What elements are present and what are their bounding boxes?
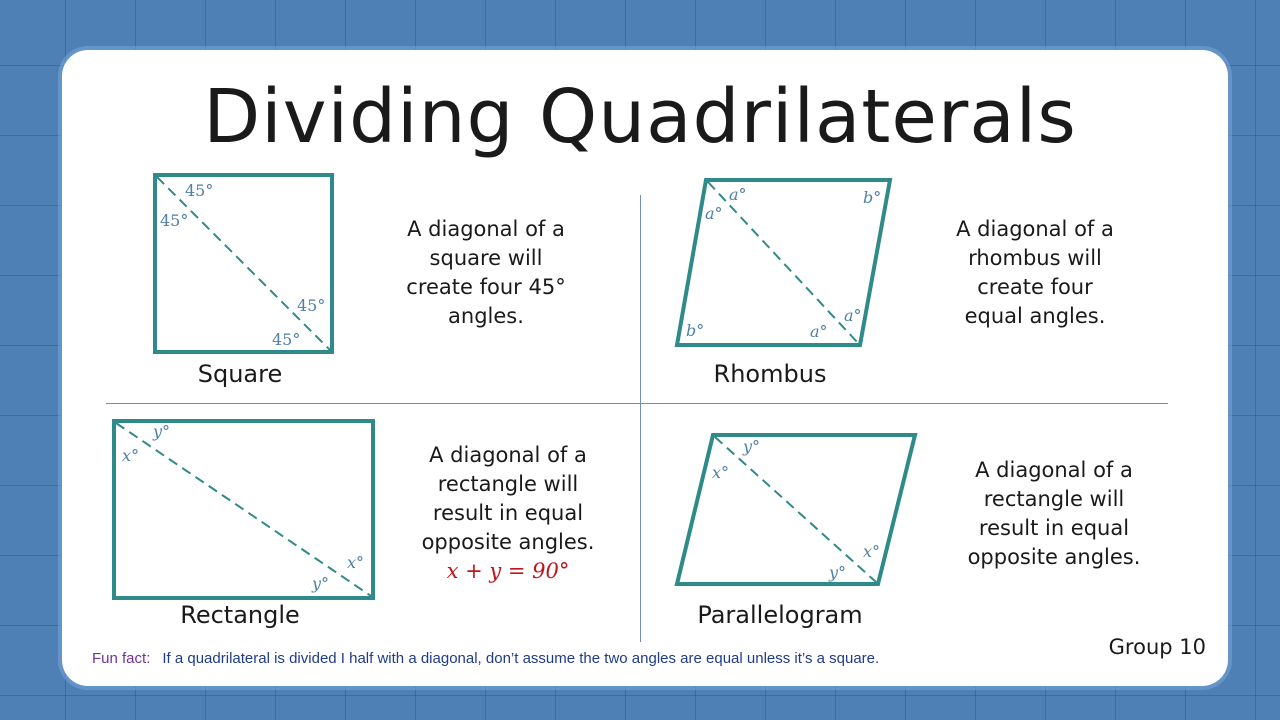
rectangle-angle-y: y° [311,574,329,593]
rhombus-angle-b: b° [686,321,704,340]
parallelogram-angle-y: y° [742,437,760,456]
parallelogram-angle-x: x° [863,542,880,561]
rhombus-angle-a: a° [729,185,747,204]
square-label: Square [197,360,283,388]
parallelogram-description: A diagonal of a rectangle will result in… [967,458,1141,569]
square-angle-label: 45° [160,211,188,230]
rectangle-angle-x: x° [347,553,364,572]
rectangle-angle-x: x° [122,446,139,465]
rhombus-angle-b: b° [863,188,881,207]
square-angle-label: 45° [272,330,300,349]
square-description: A diagonal of a square will create four … [406,217,566,328]
content-card [62,50,1228,686]
rectangle-angle-y: y° [152,422,170,441]
parallelogram-shape [674,433,918,586]
parallelogram-label: Parallelogram [697,601,863,629]
horizontal-divider [106,403,1168,404]
rectangle-diagonal [115,422,372,597]
rhombus-diagonal [707,181,859,344]
rectangle-formula: x + y = 90° [446,559,570,583]
square-diagonal [156,176,331,351]
square-angle-label: 45° [297,296,325,315]
page-title: Dividing Quadrilaterals [203,74,1077,160]
parallelogram-diagonal [714,436,877,583]
fun-fact: Fun fact: If a quadrilateral is divided I… [92,650,879,667]
rhombus-angle-a: a° [705,204,723,223]
square-shape [153,173,334,354]
parallelogram-angle-x: x° [712,463,729,482]
square-angle-label: 45° [185,181,213,200]
rectangle-shape [112,419,375,600]
rectangle-description: A diagonal of a rectangle will result in… [398,441,618,586]
parallelogram-angle-y: y° [828,563,846,582]
rhombus-shape [674,178,893,347]
rhombus-label: Rhombus [713,360,827,388]
rhombus-description: A diagonal of a rhombus will create four… [956,217,1114,328]
rhombus-angle-a: a° [810,322,828,341]
group-label: Group 10 [1108,635,1206,659]
fun-fact-label: Fun fact: [92,650,151,667]
rhombus-angle-a: a° [844,306,862,325]
fun-fact-text: If a quadrilateral is divided I half wit… [162,650,880,667]
vertical-divider [640,195,641,642]
rectangle-label: Rectangle [180,601,300,629]
